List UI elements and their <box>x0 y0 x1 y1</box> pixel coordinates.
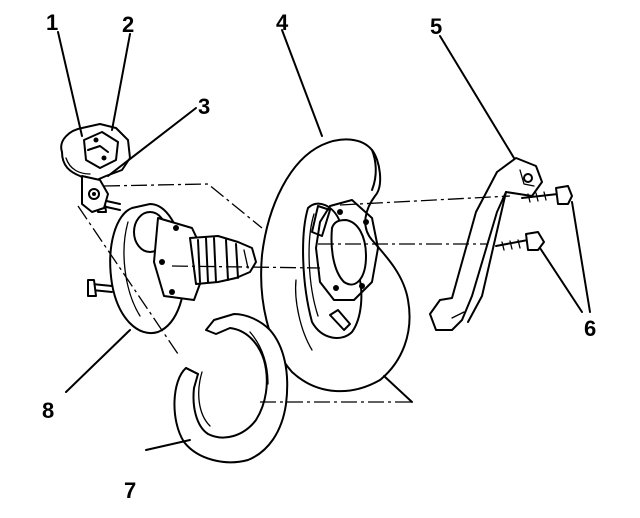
sensor-housing <box>60 123 131 183</box>
bolt-upper <box>521 185 573 205</box>
leader-4-ref <box>383 375 413 403</box>
leader-1 <box>57 31 83 137</box>
leader-lines <box>57 29 591 451</box>
hub-bearing <box>87 195 257 335</box>
bolt-lower <box>495 231 545 251</box>
callout-4: 4 <box>276 10 289 35</box>
leader-3 <box>107 107 197 177</box>
callout-6: 6 <box>584 316 596 341</box>
alignment-lines <box>77 183 511 403</box>
sensor-bracket <box>81 175 109 213</box>
leader-8 <box>65 329 131 393</box>
leader-6b <box>539 247 583 313</box>
leader-6a <box>571 201 591 313</box>
leader-7 <box>145 439 191 451</box>
callout-1: 1 <box>46 10 58 35</box>
leader-2 <box>111 33 131 131</box>
callout-8: 8 <box>42 398 54 423</box>
leader-5 <box>439 35 515 159</box>
backing-plate <box>260 138 411 393</box>
leader-4 <box>281 29 323 137</box>
callout-3: 3 <box>198 94 210 119</box>
callout-5: 5 <box>430 14 442 39</box>
parking-brake-shoe <box>173 313 289 464</box>
callout-7: 7 <box>124 478 136 503</box>
callout-2: 2 <box>122 12 134 37</box>
